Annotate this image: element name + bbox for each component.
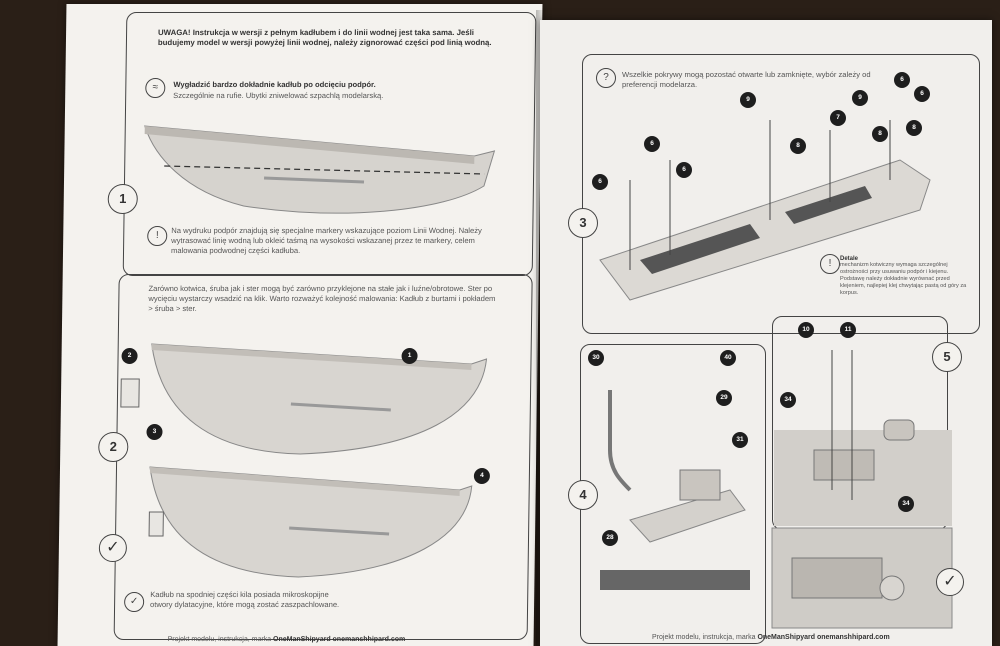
part-tag-10: 10 [798,322,814,338]
part-tag-6e: 6 [914,86,930,102]
hint-body: Szczególnie na rufie. Ubytki zniwelować … [173,91,384,100]
step-4-number: 4 [568,480,598,510]
step-3-number: 3 [568,208,598,238]
hull-illustration-2 [120,343,488,455]
hull-illustration-3 [148,466,473,578]
part-tag-9b: 9 [852,90,868,106]
right-footer: Projekt modelu, instrukcja, marka OneMan… [652,634,890,641]
part-tag-30: 30 [588,350,604,366]
anchor-rudder-note: Zarówno kotwica, śruba jak i ster mogą b… [148,284,496,313]
warning-text: UWAGA! Instrukcja w wersji z pełnym kadł… [157,28,492,47]
waterline-note: Na wydruku podpór znajdują się specjalne… [170,226,482,255]
part-tag-31: 31 [732,432,748,448]
deckhouse-illustration [600,390,750,590]
part-tag-6d: 6 [894,72,910,88]
part-tag-40: 40 [720,350,736,366]
part-tag-6c: 6 [676,162,692,178]
right-page: 3 ? Wszelkie pokrywy mogą pozostać otwar… [540,20,992,646]
part-tag-9a: 9 [740,92,756,108]
anchor-mechanism-note: mechanizm kotwiczny wymaga szczególnej o… [840,262,967,296]
left-page: 1 UWAGA! Instrukcja w wersji z pełnym ka… [57,4,543,646]
part-tag-6b: 6 [644,136,660,152]
hint-title: Wygładzić bardzo dokładnie kadłub po odc… [173,80,376,89]
deck-illustration [599,120,931,301]
step-5-checkmark-icon: ✓ [936,568,964,596]
footer-brand: OneManShipyard onemanshhipard.com [272,636,406,643]
footer-prefix-right: Projekt modelu, instrukcja, marka [652,634,758,641]
warning-triangle-icon-right: ! [820,254,840,274]
engine-deck-illustration [774,350,952,526]
part-tag-7: 7 [830,110,846,126]
step-3-frame [582,54,980,334]
step-5-result-illustration [771,527,953,629]
part-tag-34a: 34 [780,392,796,408]
footer-prefix: Projekt modelu, instrukcja, marka [167,636,274,643]
part-tag-6a: 6 [592,174,608,190]
part-tag-8b: 8 [906,120,922,136]
footer-brand-right: OneManShipyard onemanshhipard.com [757,634,890,641]
step-5-number: 5 [932,342,962,372]
part-tag-29: 29 [716,390,732,406]
covers-note: Wszelkie pokrywy mogą pozostać otwarte l… [622,70,871,89]
part-tag-34b: 34 [898,496,914,512]
part-tag-11: 11 [840,322,856,338]
detail-label: Detale [840,256,859,262]
part-tag-28: 28 [602,530,618,546]
keel-holes-note: Kadłub na spodniej części kila posiada m… [150,590,340,609]
hull-illustration-1 [144,125,496,214]
part-tag-8a: 8 [790,138,806,154]
part-tag-8c: 8 [872,126,888,142]
left-footer: Projekt modelu, instrukcja, marka OneMan… [168,636,406,643]
question-icon: ? [596,68,616,88]
